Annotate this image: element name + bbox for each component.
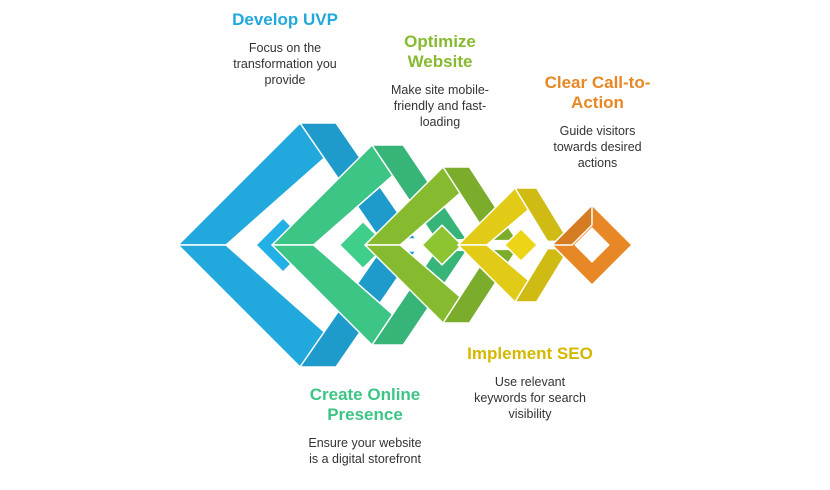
step-description: Focus on the transformation you provide	[233, 41, 337, 87]
step-clear-cta: Clear Call-to- Action Guide visitors tow…	[515, 73, 680, 171]
step-title: Optimize Website	[404, 32, 476, 71]
diamond-facet-4	[551, 204, 593, 246]
step-create-online-presence: Create Online Presence Ensure your websi…	[280, 385, 450, 467]
diamond-hole-4	[574, 227, 610, 263]
step-description: Make site mobile- friendly and fast- loa…	[391, 83, 489, 129]
step-description: Use relevant keywords for search visibil…	[474, 375, 586, 421]
step-develop-uvp: Develop UVP Focus on the transformation …	[185, 10, 385, 88]
chevron-accent-3	[504, 228, 538, 262]
step-title: Develop UVP	[232, 10, 338, 29]
step-implement-seo: Implement SEO Use relevant keywords for …	[440, 344, 620, 422]
step-optimize-website: Optimize Website Make site mobile- frien…	[355, 32, 525, 130]
step-description: Guide visitors towards desired actions	[553, 124, 642, 170]
step-description: Ensure your website is a digital storefr…	[308, 436, 422, 466]
step-title: Clear Call-to- Action	[544, 73, 651, 112]
step-title: Implement SEO	[467, 344, 593, 363]
step-title: Create Online Presence	[309, 385, 421, 424]
